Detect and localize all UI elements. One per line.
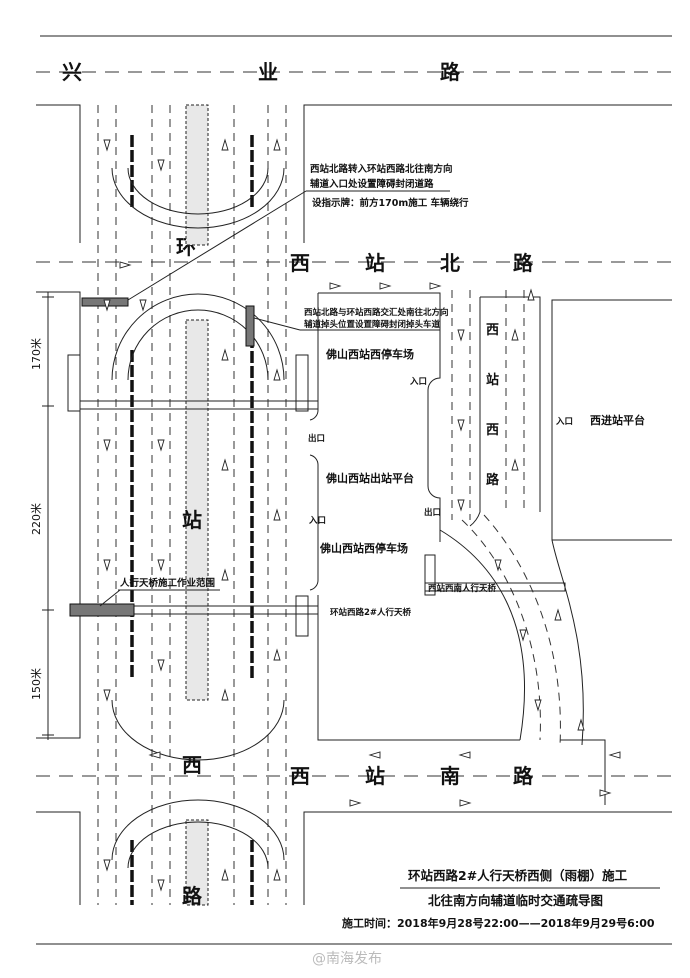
- work-zone-hatch: [69, 603, 135, 617]
- road-label-lu-bottom: 路: [182, 884, 203, 908]
- xingye-road: 兴 业 路: [36, 60, 672, 84]
- road-label-xizhannan-xi: 西: [290, 764, 310, 788]
- xizhanbei-road: 环 西 站 北 路: [36, 235, 672, 275]
- label-parking-north: 佛山西站西停车场: [325, 347, 414, 361]
- label-exit-2: 出口: [424, 507, 441, 518]
- title-line3: 施工时间：2018年9月28号22:00——2018年9月29号6:00: [342, 916, 655, 930]
- label-bridge-2: 环站西路2#人行天桥: [330, 607, 412, 618]
- flow-arrows: [103, 138, 621, 892]
- road-label-xizhannan-nan: 南: [440, 764, 460, 788]
- road-label-zhan: 站: [182, 508, 202, 532]
- road-label-ye: 业: [258, 60, 278, 84]
- construction-notes: 西站北路转入环站西路北往南方向 辅道入口处设置障碍封闭道路 设指示牌：前方170…: [127, 163, 469, 331]
- label-entrance-1: 入口: [409, 377, 427, 387]
- road-label-xing: 兴: [62, 60, 82, 84]
- label-west-platform: 西进站平台: [590, 413, 645, 427]
- place-labels: 佛山西站西停车场 佛山西站出站平台 佛山西站西停车场 西进站平台 入口 出口 入…: [99, 347, 645, 618]
- label-entrance-2: 入口: [308, 516, 326, 526]
- huanzhanxi-road-lanes: 站 路: [97, 104, 287, 908]
- dim-150: 150米: [30, 668, 43, 700]
- road-label-xizhannan-lu: 路: [513, 764, 534, 788]
- label-parking-south: 佛山西站西停车场: [319, 541, 408, 555]
- note1-line3: 设指示牌：前方170m施工 车辆绕行: [312, 197, 469, 209]
- road-label-xi-left: 西: [182, 753, 202, 777]
- road-label-lu: 路: [440, 60, 461, 84]
- note2-line2: 辅道掉头位置设置障碍封闭掉头车道: [304, 319, 441, 330]
- label-exit-platform: 佛山西站出站平台: [325, 471, 414, 485]
- road-label-xzx-2: 站: [486, 372, 499, 388]
- title-block: 环站西路2#人行天桥西侧（雨棚）施工 北往南方向辅道临时交通疏导图 施工时间：2…: [36, 868, 672, 945]
- city-blocks: [36, 104, 672, 905]
- title-line2: 北往南方向辅道临时交通疏导图: [428, 893, 603, 908]
- road-label-xizhanbei-zhan: 站: [365, 251, 385, 275]
- road-label-xzx-4: 路: [486, 472, 500, 488]
- label-bridge-south: 西站西南人行天桥: [428, 583, 497, 594]
- road-label-xzx-3: 西: [486, 423, 499, 438]
- watermark: @南海发布: [312, 951, 382, 967]
- dimension-lines: 170米 220米 150米: [30, 292, 54, 740]
- xizhannan-road: 西 西 站 南 路: [36, 753, 672, 788]
- label-work-zone: 人行天桥施工作业范围: [120, 577, 215, 589]
- label-exit-1: 出口: [308, 433, 325, 444]
- road-label-xizhanbei-bei: 北: [440, 251, 460, 275]
- dim-170: 170米: [30, 338, 43, 370]
- dim-220: 220米: [30, 503, 43, 535]
- xizhanxi-road: 西 站 西 路: [439, 290, 584, 746]
- note1-line1: 西站北路转入环站西路北往南方向: [310, 163, 453, 175]
- road-label-xizhannan-zhan: 站: [365, 764, 385, 788]
- note2-line1: 西站北路与环站西路交汇处南往北方向: [304, 307, 449, 318]
- note1-line2: 辅道入口处设置障碍封闭道路: [310, 178, 434, 190]
- label-entrance-3: 入口: [555, 417, 573, 427]
- road-label-xizhanbei-xi: 西: [290, 251, 310, 275]
- road-label-xzx-1: 西: [486, 323, 499, 338]
- barrier-block-2: [245, 305, 255, 347]
- road-label-xizhanbei-lu: 路: [513, 251, 534, 275]
- title-line1: 环站西路2#人行天桥西侧（雨棚）施工: [408, 868, 628, 883]
